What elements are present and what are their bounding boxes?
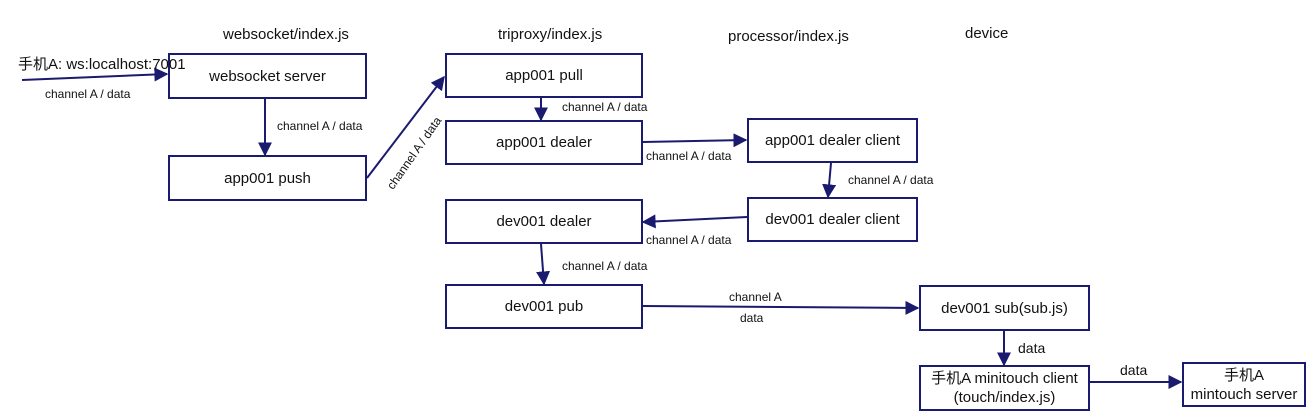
node-dev001-dealer-client: dev001 dealer client bbox=[747, 197, 918, 242]
column-label-websocket: websocket/index.js bbox=[223, 26, 349, 43]
node-minitouch-server: 手机A mintouch server bbox=[1182, 362, 1306, 407]
label-ws-url: 手机A: ws:localhost:7001 bbox=[18, 56, 186, 73]
edge-input-to-websocket-server bbox=[21, 67, 169, 82]
edge-app001-push-to-app001-pull bbox=[366, 75, 445, 179]
column-label-triproxy: triproxy/index.js bbox=[498, 26, 603, 43]
edge-dev001-dealer-client-to-dev001-dealer bbox=[641, 214, 748, 229]
node-app001-dealer-client: app001 dealer client bbox=[747, 118, 918, 163]
label-devclient-to-devdealer: channel A / data bbox=[646, 233, 732, 247]
node-app001-pull: app001 pull bbox=[445, 53, 643, 98]
label-input-channel: channel A / data bbox=[45, 87, 131, 101]
edge-app001-dealer-to-dealer-client bbox=[642, 133, 748, 148]
node-dev001-pub: dev001 pub bbox=[445, 284, 643, 329]
label-sub-to-client: data bbox=[1018, 340, 1046, 356]
node-minitouch-client: 手机A minitouch client (touch/index.js) bbox=[919, 365, 1090, 411]
edge-dev001-dealer-to-dev001-pub bbox=[536, 243, 551, 286]
node-app001-dealer: app001 dealer bbox=[445, 120, 643, 165]
label-server-to-push: channel A / data bbox=[277, 119, 363, 133]
label-pub-data: data bbox=[740, 311, 764, 325]
edge-dev001-pub-to-dev001-sub bbox=[642, 300, 920, 315]
label-pub-channel: channel A bbox=[729, 290, 782, 304]
node-dev001-dealer: dev001 dealer bbox=[445, 199, 643, 244]
column-label-processor: processor/index.js bbox=[728, 28, 849, 45]
label-client-to-devclient: channel A / data bbox=[848, 173, 934, 187]
node-websocket-server: websocket server bbox=[168, 53, 367, 99]
label-pull-to-dealer: channel A / data bbox=[562, 100, 648, 114]
column-label-device: device bbox=[965, 25, 1009, 42]
label-dealer-to-client: channel A / data bbox=[646, 149, 732, 163]
node-app001-push: app001 push bbox=[168, 155, 367, 201]
label-devdealer-to-pub: channel A / data bbox=[562, 259, 648, 273]
node-dev001-sub: dev001 sub(sub.js) bbox=[919, 285, 1090, 331]
label-client-to-server: data bbox=[1120, 362, 1148, 378]
edge-dealer-client-to-dev001-dealer-client bbox=[822, 162, 837, 199]
